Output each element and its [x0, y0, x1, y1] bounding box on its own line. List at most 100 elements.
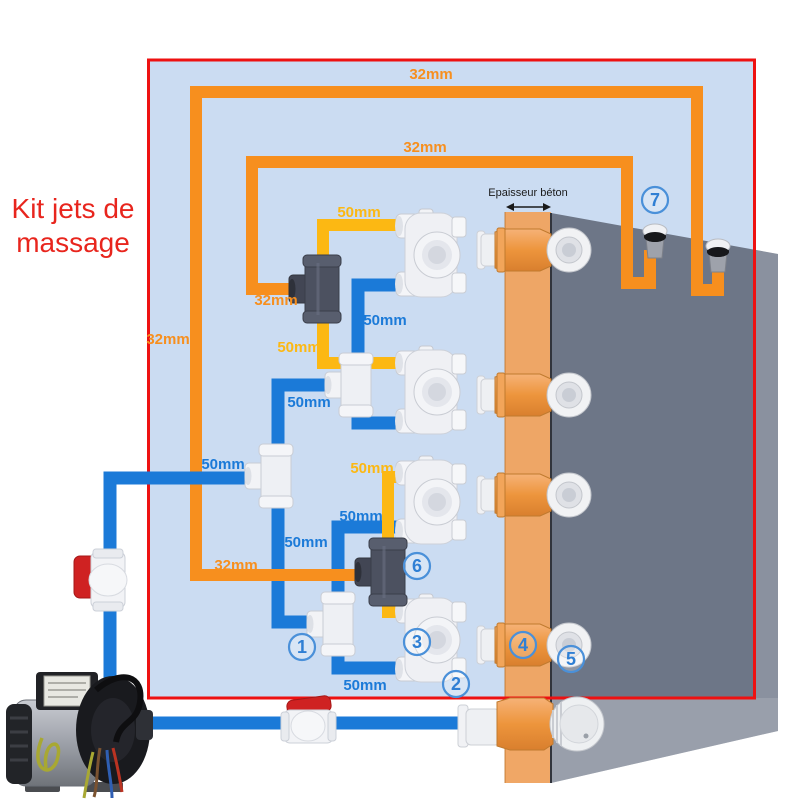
- marker-circle: [287, 632, 317, 662]
- air-injector-2: [705, 238, 731, 273]
- spa-pump: [6, 672, 153, 799]
- tee-top-collar: [338, 352, 374, 366]
- marker-number: 6: [412, 556, 422, 576]
- label-50mm-jet4-branch: 50mm: [343, 677, 386, 694]
- suction-cap-face: [559, 704, 599, 744]
- jet-body-2: [395, 345, 467, 435]
- valve-bulge: [88, 563, 128, 597]
- pump-motor-cap: [6, 704, 32, 784]
- jet-body-1: [395, 208, 467, 298]
- pipe-50mm-tee2-to-jet4: [331, 654, 400, 675]
- jet-barrel-core: [428, 493, 446, 511]
- marker-circle: [640, 185, 670, 215]
- thickness-arrow-right: [543, 203, 551, 211]
- diagram-border: [147, 58, 756, 700]
- jet-barrel-core: [428, 246, 446, 264]
- wall-thickness-label: Epaisseur béton: [488, 187, 568, 199]
- pump-wire-brown: [92, 747, 102, 798]
- pump-volute-face: [91, 698, 135, 762]
- pump-discharge-port: [136, 710, 153, 740]
- tee-dark-upper: [288, 254, 342, 324]
- marker-3: 3: [402, 627, 432, 657]
- tee-bottom-collar: [258, 495, 294, 509]
- jet-upper-opening: [395, 353, 403, 373]
- marker-2: 2: [441, 669, 471, 699]
- pipe-50mm-pump-riser: [103, 471, 252, 690]
- jet-upper-opening: [395, 463, 403, 483]
- air-pipes-32mm: [190, 86, 724, 581]
- marker-1: 1: [287, 632, 317, 662]
- pump-label-lines: [48, 682, 86, 698]
- ball-valve-horizontal: [280, 695, 337, 744]
- jet-ring-upper: [451, 601, 467, 623]
- jet-barrel-collar: [496, 622, 506, 668]
- jet-barrel-collar: [496, 472, 506, 518]
- concrete-wall: [504, 212, 778, 783]
- label-32mm-outer-loop: 32mm: [409, 66, 452, 83]
- tee-white-main: [244, 443, 294, 509]
- jet-ring-upper: [451, 463, 467, 485]
- wall-face: [551, 213, 778, 783]
- tee-bottom-collar: [320, 643, 356, 657]
- jet-nozzle: [562, 243, 576, 257]
- part-markers: 1 2 3 4 5 6 7: [287, 185, 670, 699]
- marker-circle: [508, 630, 538, 660]
- label-50mm-jet1-drop: 50mm: [363, 312, 406, 329]
- marker-6: 6: [402, 551, 432, 581]
- valve-left-collar: [280, 711, 290, 742]
- jet-barrel-core: [428, 383, 446, 401]
- suction-barrel: [496, 697, 554, 751]
- tee-bottom-collar: [302, 310, 342, 324]
- tee-top-collar: [320, 591, 356, 605]
- pump-wire-red: [111, 747, 124, 793]
- tee-left-opening: [354, 562, 362, 582]
- label-32mm-inner-loop: 32mm: [403, 139, 446, 156]
- jet-nozzle: [562, 388, 576, 402]
- pump-wire-green: [82, 751, 95, 799]
- pipe-32mm-loop-outer: [190, 86, 724, 581]
- label-50mm-hose-jet2: 50mm: [277, 339, 320, 356]
- pump-cable: [94, 674, 144, 743]
- wall-jets: [457, 227, 605, 752]
- jet-barrel-collar: [496, 372, 506, 418]
- pump-ground-wire: [36, 737, 61, 772]
- jet-body-3: [395, 455, 467, 545]
- marker-number: 4: [518, 635, 528, 655]
- label-50mm-teemid-branch: 50mm: [287, 394, 330, 411]
- label-50mm-tee1-drop: 50mm: [284, 534, 327, 551]
- pipe-50mm-tee1-to-tee2: [271, 500, 318, 629]
- marker-number: 2: [451, 674, 461, 694]
- jet-ring-lower: [451, 409, 467, 431]
- jet-lower-opening: [395, 659, 403, 679]
- suction-back-body: [465, 708, 501, 746]
- wall-jet-2: [476, 372, 592, 418]
- marker-number: 3: [412, 632, 422, 652]
- jet-upper-opening: [395, 216, 403, 236]
- jet-lower-opening: [395, 274, 403, 294]
- wall-face-lower: [551, 698, 778, 783]
- jet-ring-lower: [451, 272, 467, 294]
- label-50mm-hose-jet1: 50mm: [337, 204, 380, 221]
- marker-circle: [441, 669, 471, 699]
- tee-left-opening: [288, 279, 296, 299]
- tee-bottom-collar: [368, 593, 408, 607]
- ball-valve-vertical: [73, 548, 128, 612]
- tee-left-opening: [244, 467, 252, 485]
- pump-cap-ribs: [10, 716, 28, 762]
- tee-white-mid: [324, 352, 374, 418]
- valve-bulge: [290, 710, 326, 742]
- jet-ring-upper: [451, 216, 467, 238]
- jet-bodies: [395, 208, 467, 683]
- injector-band-front: [707, 247, 729, 257]
- marker-7: 7: [640, 185, 670, 215]
- marker-number: 7: [650, 190, 660, 210]
- hose-50mm-teedark1-to-jet2: [317, 318, 400, 369]
- pump-wire-blue: [105, 749, 114, 799]
- pipe-50mm-tee1-to-teemid: [271, 378, 336, 452]
- jet-body-4: [395, 593, 467, 683]
- marker-circle: [556, 644, 586, 674]
- air-injectors: [642, 223, 731, 273]
- tee-top-collar: [258, 443, 294, 457]
